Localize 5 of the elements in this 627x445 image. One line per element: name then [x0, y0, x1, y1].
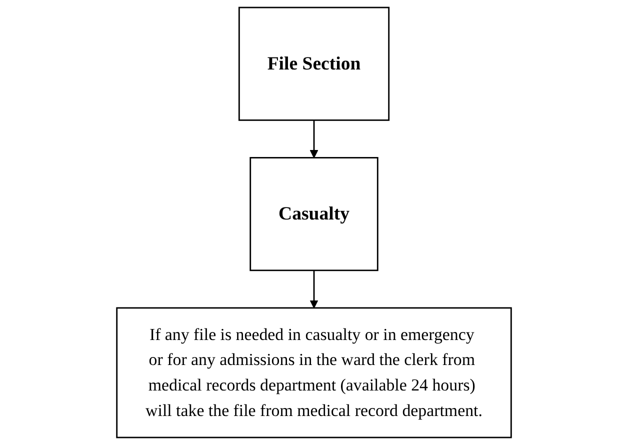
node-box: Casualty [249, 157, 378, 272]
node-box: If any file is needed in casualty or in emergency or for any admissions in the ward the clerk from medical records department (available 24 hours) will take the file from medical record department. [116, 307, 512, 438]
arrow [309, 270, 318, 308]
node-box: File Section [238, 6, 390, 121]
arrow [309, 120, 318, 158]
